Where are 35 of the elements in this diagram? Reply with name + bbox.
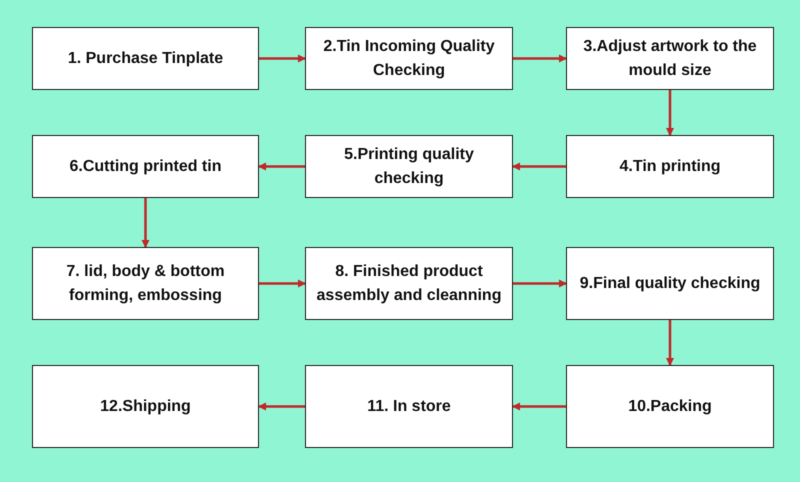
arrow bbox=[512, 402, 566, 410]
process-box bbox=[305, 365, 513, 448]
arrow bbox=[513, 54, 567, 62]
arrow bbox=[666, 90, 674, 136]
process-box bbox=[305, 135, 513, 198]
process-box bbox=[566, 247, 774, 320]
arrow bbox=[512, 162, 566, 170]
process-box bbox=[305, 27, 513, 90]
step-label: 5.Printing quality checking bbox=[343, 144, 475, 188]
step-label: 6.Cutting printed tin bbox=[70, 156, 222, 176]
arrow bbox=[142, 198, 150, 248]
process-box bbox=[566, 27, 774, 90]
step-label: 2.Tin Incoming Quality Checking bbox=[322, 36, 496, 80]
arrow bbox=[259, 280, 306, 288]
arrow bbox=[258, 162, 305, 170]
step-label: 7. lid, body & bottom forming, embossing bbox=[65, 262, 226, 306]
step-label: 9.Final quality checking bbox=[580, 274, 760, 294]
arrow bbox=[513, 280, 567, 288]
arrow bbox=[259, 54, 306, 62]
step-label: 4.Tin printing bbox=[619, 156, 721, 176]
arrow bbox=[258, 402, 305, 410]
process-box bbox=[32, 27, 259, 90]
process-box bbox=[32, 247, 259, 320]
step-label: 8. Finished product assembly and cleanning bbox=[316, 262, 502, 306]
process-box bbox=[305, 247, 513, 320]
arrow bbox=[666, 320, 674, 366]
process-box bbox=[32, 365, 259, 448]
step-label: 1. Purchase Tinplate bbox=[68, 48, 224, 68]
step-label: 12.Shipping bbox=[100, 396, 191, 416]
process-box bbox=[32, 135, 259, 198]
step-label: 10.Packing bbox=[628, 396, 712, 416]
step-label: 11. In store bbox=[367, 396, 451, 416]
process-box bbox=[566, 365, 774, 448]
process-box bbox=[566, 135, 774, 198]
step-label: 3.Adjust artwork to the mould size bbox=[582, 36, 758, 80]
